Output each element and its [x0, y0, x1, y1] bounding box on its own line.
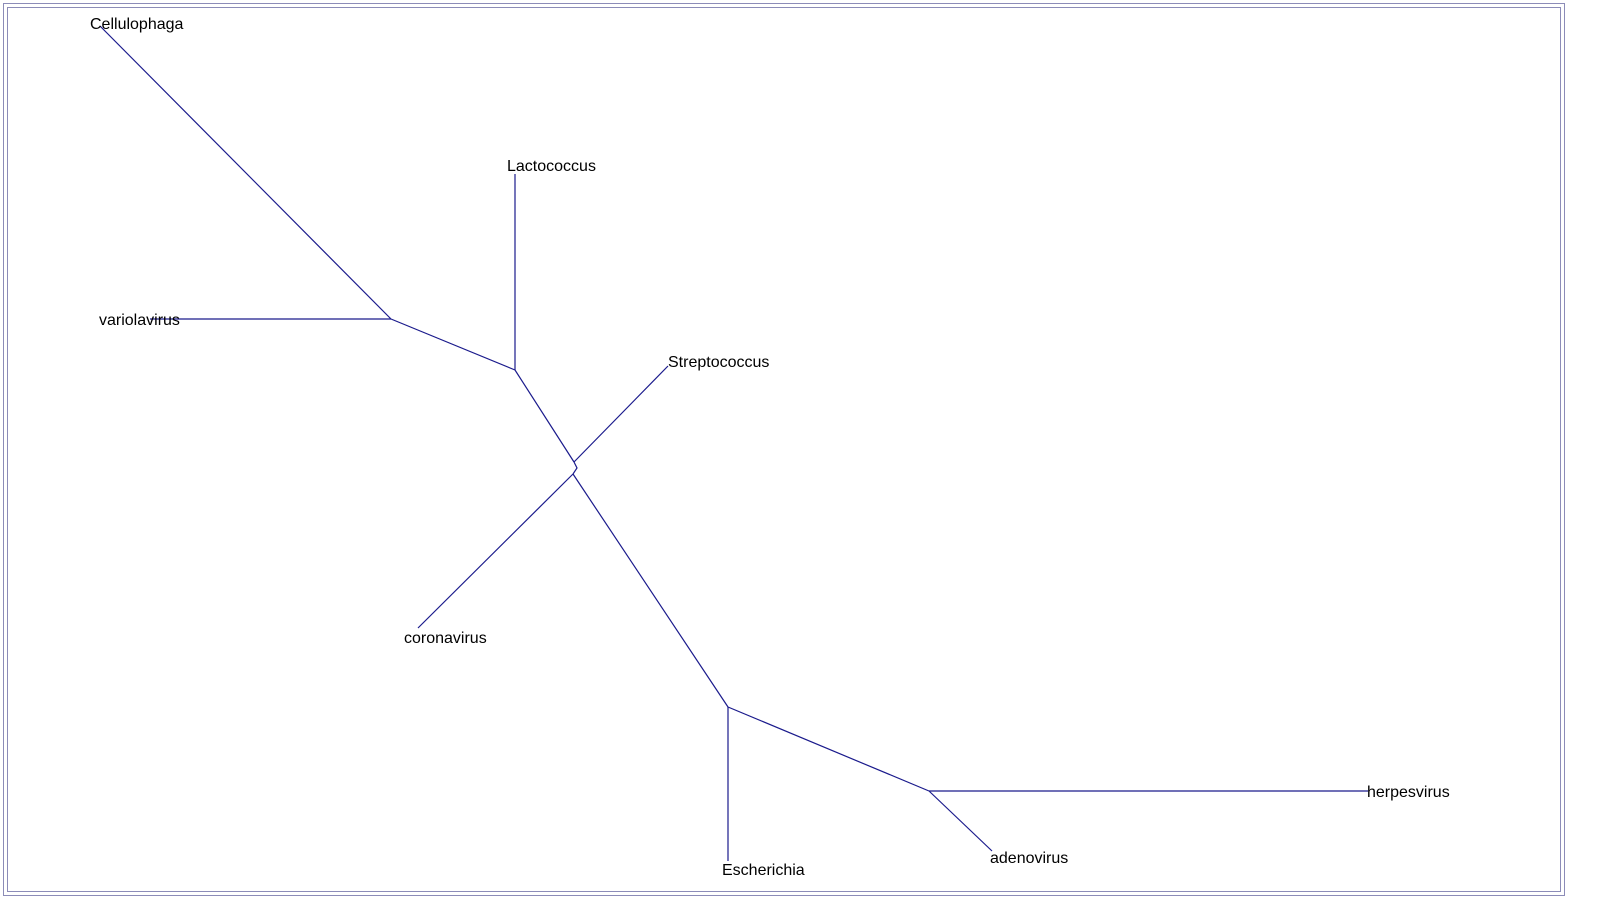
- leaf-label-cellulophaga: Cellulophaga: [90, 16, 184, 33]
- edge-node4-node5: [572, 473, 729, 708]
- tree-edges: [99, 25, 1368, 861]
- edge-cellulophaga: [99, 25, 392, 320]
- edge-node3-node4: [572, 461, 578, 475]
- edge-streptococcus: [573, 365, 669, 463]
- edge-node5-node6: [727, 706, 930, 792]
- edge-coronavirus: [417, 473, 574, 629]
- leaf-label-coronavirus: coronavirus: [404, 630, 487, 647]
- edge-adenovirus: [928, 790, 993, 852]
- leaf-label-herpesvirus: herpesvirus: [1367, 784, 1450, 801]
- edge-node2-node3: [514, 369, 575, 463]
- leaf-label-variolavirus: variolavirus: [99, 312, 180, 329]
- leaf-label-lactococcus: Lactococcus: [507, 158, 596, 175]
- inner-frame: [7, 7, 1561, 892]
- leaf-label-escherichia: Escherichia: [722, 862, 805, 879]
- outer-frame: [3, 3, 1565, 896]
- leaf-label-streptococcus: Streptococcus: [668, 354, 769, 371]
- edge-node1-node2: [390, 318, 516, 371]
- leaf-label-adenovirus: adenovirus: [990, 850, 1068, 867]
